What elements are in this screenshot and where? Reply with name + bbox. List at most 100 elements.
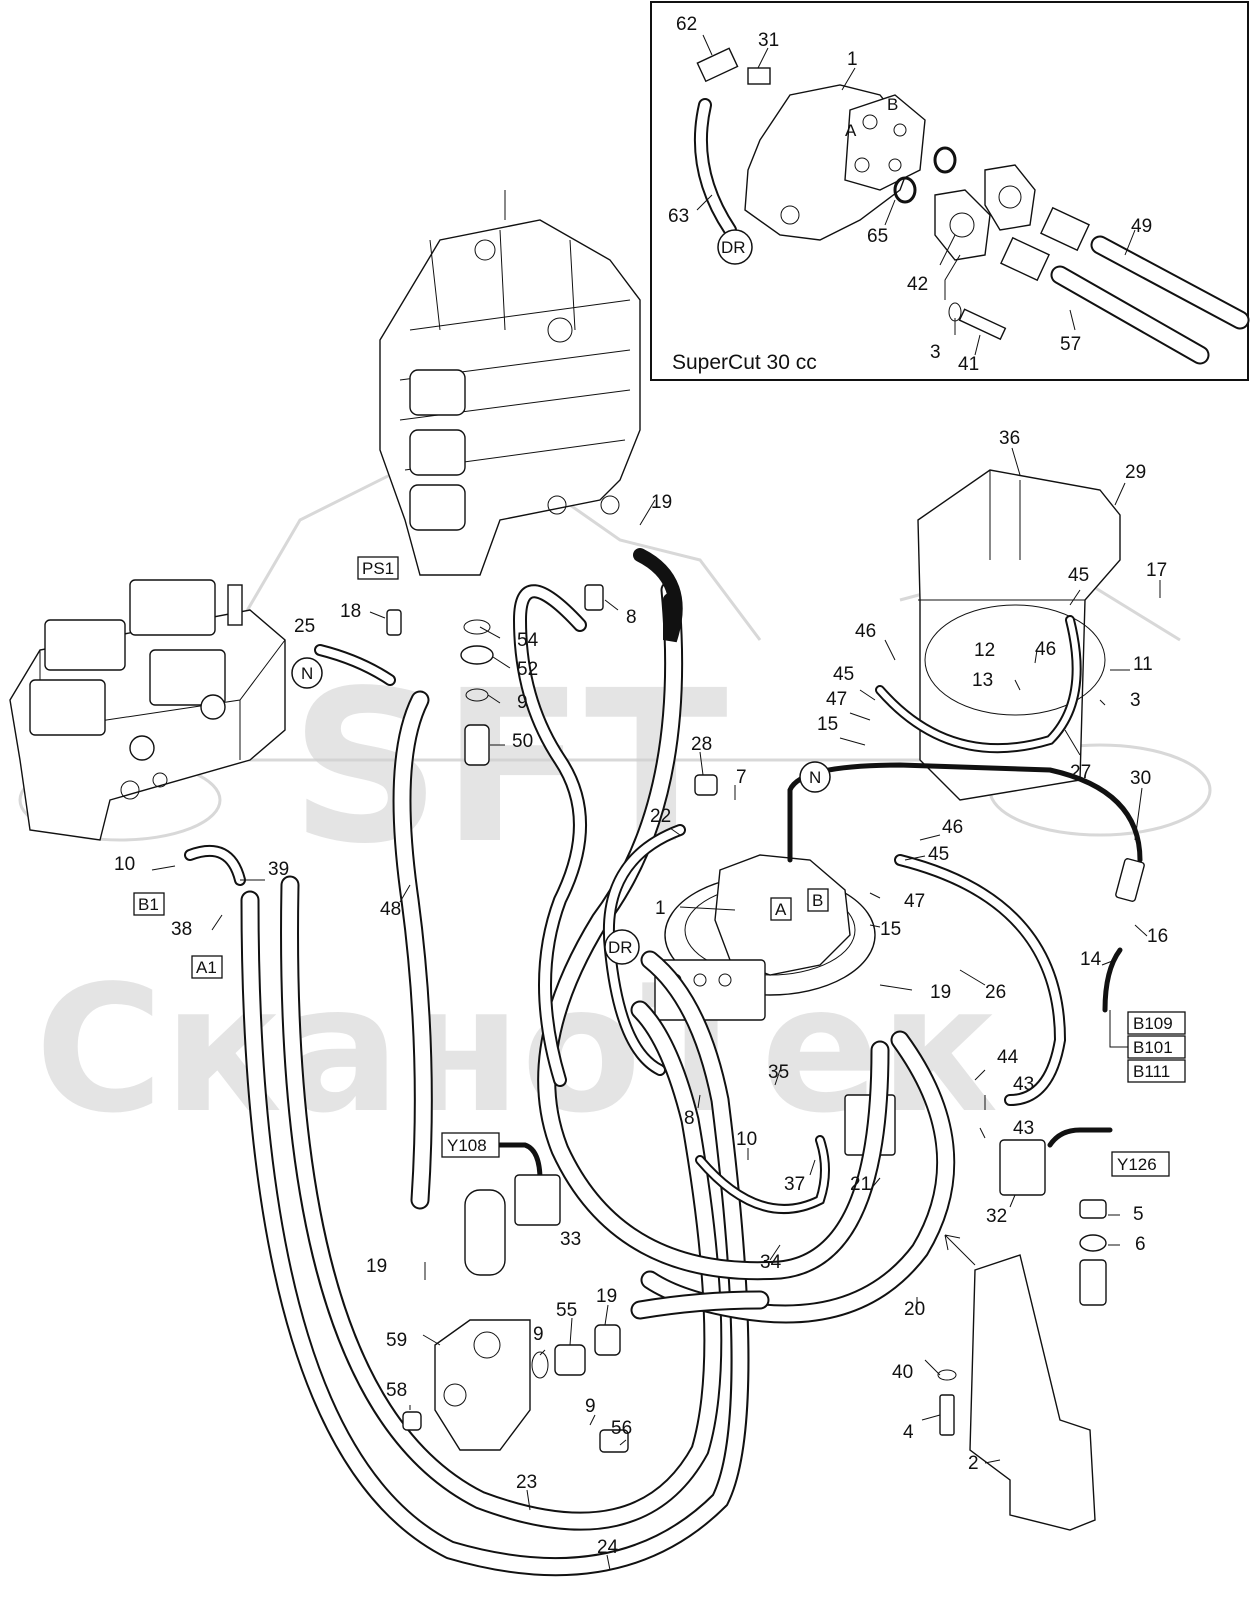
callout-21: 21 <box>850 1174 871 1195</box>
callout-8: 8 <box>626 607 637 628</box>
solenoid-coil <box>149 649 226 706</box>
washer-40 <box>937 1369 957 1381</box>
callout-15: 15 <box>880 919 901 940</box>
callout-40: 40 <box>892 1362 913 1383</box>
callout-49: 49 <box>1131 216 1152 237</box>
guard-fold <box>918 470 1085 601</box>
n-tag-right: N <box>809 768 821 787</box>
callout-42: 42 <box>907 274 928 295</box>
callout-44: 44 <box>997 1047 1019 1068</box>
callout-63: 63 <box>668 206 689 227</box>
b111-box <box>1127 1059 1186 1083</box>
callout-57: 57 <box>1060 334 1081 355</box>
small-parts <box>386 584 1145 1531</box>
callout-30: 30 <box>1130 768 1151 789</box>
hose-34-inner <box>697 1137 828 1212</box>
hose-48-inner <box>394 692 431 1208</box>
dr-circle-main <box>604 929 640 965</box>
hose-top-loop-inner <box>514 586 585 1085</box>
y108-tag: Y108 <box>447 1136 487 1155</box>
callout-39: 39 <box>268 859 289 880</box>
callout-46: 46 <box>1035 639 1056 660</box>
hose-26-inner <box>896 856 1065 1104</box>
callout-17: 17 <box>1146 560 1167 581</box>
callout-34: 34 <box>760 1252 782 1273</box>
valve-cartridge <box>464 1189 506 1276</box>
callout-6: 6 <box>1135 1234 1146 1255</box>
callout-23: 23 <box>516 1472 537 1493</box>
ps1-tag: PS1 <box>362 559 394 578</box>
y126-box <box>1111 1151 1170 1177</box>
b109-tag: B109 <box>1133 1014 1173 1033</box>
callout-26: 26 <box>985 982 1006 1003</box>
callout-19: 19 <box>366 1256 387 1277</box>
bolt-4 <box>939 1394 955 1436</box>
inset-flange-hole <box>949 212 975 238</box>
callout-1: 1 <box>847 49 858 70</box>
port-b-tag: B <box>812 891 823 910</box>
callout-7: 7 <box>736 767 747 788</box>
fitting-19 <box>594 1324 621 1356</box>
cable-y108 <box>497 1142 543 1183</box>
inset-flange <box>984 164 1036 231</box>
solenoid-nut <box>200 694 226 720</box>
valve-spool-cap <box>409 369 466 416</box>
plug-58 <box>402 1411 422 1431</box>
valve-port <box>547 495 567 515</box>
solenoid-33 <box>514 1174 561 1226</box>
callout-55: 55 <box>556 1300 577 1321</box>
callout-8: 8 <box>684 1108 695 1129</box>
callout-35: 35 <box>768 1062 789 1083</box>
valve-spool-cap <box>409 429 466 476</box>
hose-23-inner <box>282 877 721 1529</box>
b-tag-bracket <box>1109 1010 1128 1048</box>
callout-19: 19 <box>596 1286 617 1307</box>
solenoid-coil <box>29 679 106 736</box>
solenoid-port <box>152 772 168 788</box>
solenoid-coil <box>44 619 126 671</box>
plug-56 <box>599 1429 629 1453</box>
callout-24: 24 <box>597 1537 619 1558</box>
callout-38: 38 <box>171 919 192 940</box>
port-b-box <box>807 888 829 912</box>
b111-tag: B111 <box>1133 1062 1170 1081</box>
valve-spool-cap <box>409 484 466 531</box>
inset-supercut: A B <box>650 1 1250 381</box>
hose-group <box>184 548 1082 1577</box>
inset-title: SuperCut 30 cc <box>672 351 817 374</box>
callout-2: 2 <box>968 1453 979 1474</box>
callout-59: 59 <box>386 1330 407 1351</box>
inset-elbow-62 <box>696 47 739 83</box>
callout-47: 47 <box>826 689 847 710</box>
inset-flange <box>934 189 991 261</box>
callout-46: 46 <box>855 621 876 642</box>
fitting-55 <box>554 1344 586 1376</box>
inset-adapter <box>1040 206 1090 252</box>
callout-10: 10 <box>114 854 135 875</box>
valve-port <box>474 239 496 261</box>
hose-24-inner <box>242 892 748 1575</box>
fitting-28 <box>694 774 718 796</box>
callout-11: 11 <box>1133 654 1153 675</box>
callout-36: 36 <box>999 428 1020 449</box>
inset-oring <box>933 146 957 174</box>
inset-bolt <box>893 123 907 137</box>
cable-y126 <box>1047 1127 1113 1148</box>
b101-tag: B101 <box>1133 1038 1173 1057</box>
manifold-port <box>473 1331 501 1359</box>
callout-18: 18 <box>340 601 361 622</box>
callout-14: 14 <box>1080 949 1102 970</box>
hose-main-loop-inner <box>539 582 888 1279</box>
callout-22: 22 <box>650 806 671 827</box>
callout-37: 37 <box>784 1174 805 1195</box>
callout-27: 27 <box>1070 762 1091 783</box>
circle-tag-group: DR DR N N <box>291 229 831 965</box>
port-a-tag: A <box>775 900 787 919</box>
hose-19-lower-inner <box>632 1292 768 1318</box>
inset-hose-63-inner <box>695 100 735 235</box>
inset-fitting-31 <box>747 67 771 85</box>
valve-port <box>600 495 620 515</box>
port-a-box <box>770 897 792 921</box>
callout-9: 9 <box>517 692 528 713</box>
